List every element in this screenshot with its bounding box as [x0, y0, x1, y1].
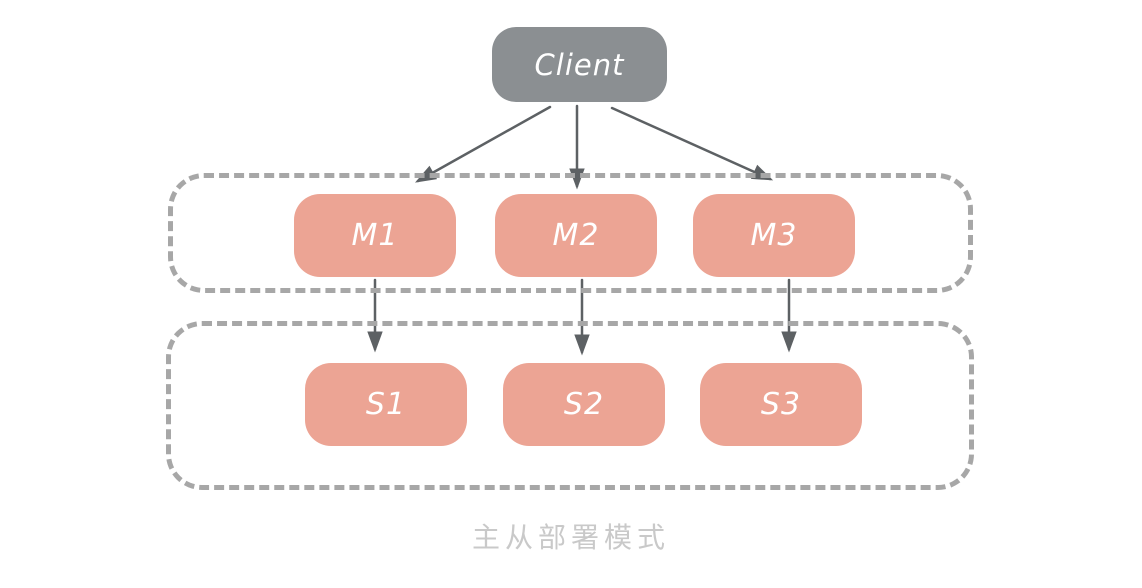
- node-s3: S3: [700, 363, 862, 446]
- slaves-group-container: [166, 321, 974, 490]
- node-s3-label: S3: [760, 387, 802, 422]
- node-client: Client: [492, 27, 667, 102]
- node-s2: S2: [503, 363, 665, 446]
- diagram-caption: 主从部署模式: [471, 521, 670, 554]
- edge-client-m3: [610, 106, 774, 181]
- node-m1: M1: [294, 194, 456, 277]
- node-m3: M3: [693, 194, 855, 277]
- node-m1-label: M1: [351, 218, 399, 253]
- node-client-label: Client: [534, 47, 625, 82]
- node-s2-label: S2: [563, 387, 605, 422]
- node-m2: M2: [495, 194, 657, 277]
- node-m3-label: M3: [750, 218, 798, 253]
- node-m2-label: M2: [552, 218, 600, 253]
- node-s1-label: S1: [365, 387, 407, 422]
- masters-group-container: [168, 173, 973, 293]
- edge-client-m1: [414, 105, 552, 183]
- node-s1: S1: [305, 363, 467, 446]
